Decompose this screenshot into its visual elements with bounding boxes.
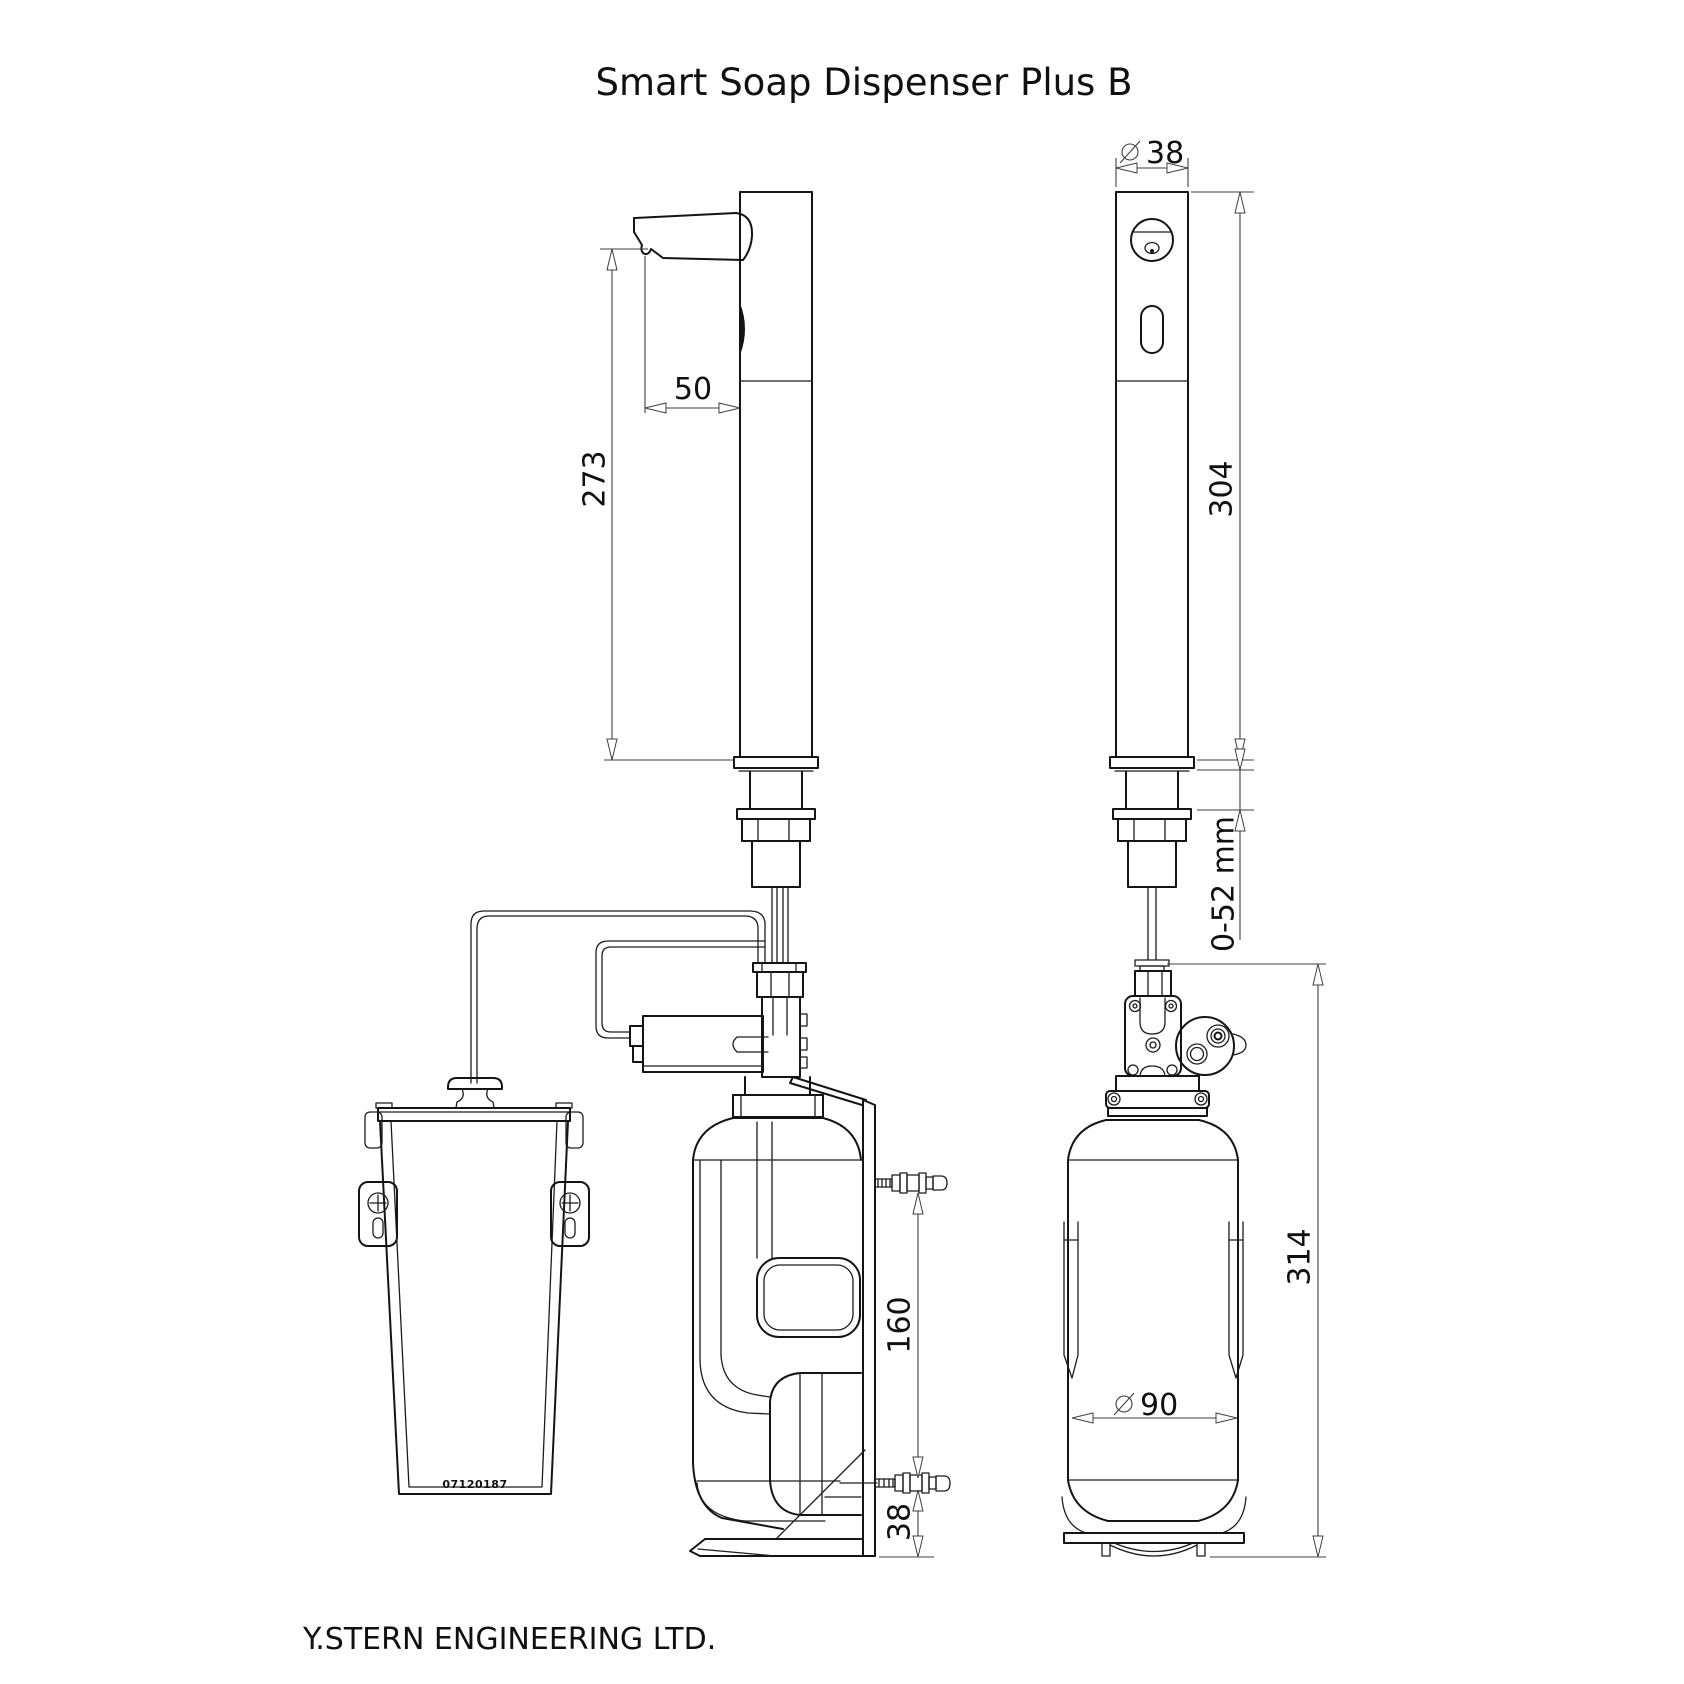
dimension-column-height: 304 — [1191, 191, 1254, 940]
valve-body — [732, 996, 808, 1078]
tubing — [470, 910, 766, 1084]
cable-connector — [629, 1025, 644, 1047]
dimension-bottom-offset: 38 — [879, 1489, 934, 1558]
dimension-bottle-diameter: 90 — [1071, 1388, 1238, 1424]
side-tab-right — [565, 1111, 584, 1149]
container-serial-number: 07120187 — [442, 1478, 507, 1491]
compression-fitting — [752, 962, 807, 998]
valve-pin — [732, 1036, 769, 1053]
soap-bottle-front — [1063, 1119, 1244, 1522]
dimension-under-counter-height: 314 — [1167, 963, 1326, 1558]
dim-label-column-height: 304 — [1205, 460, 1240, 517]
mount-stack-front — [1109, 756, 1195, 961]
pump-head-front — [1175, 1016, 1247, 1076]
diameter-symbol — [1119, 140, 1141, 164]
dim-label-spout-height: 273 — [578, 450, 613, 507]
spout-outlet-front — [1130, 218, 1174, 262]
dim-label-spout-reach: 50 — [674, 372, 712, 407]
drawing-title: Smart Soap Dispenser Plus B — [596, 61, 1133, 104]
bracket-rail-left — [1063, 1221, 1079, 1379]
dim-label-bottom-offset: 38 — [883, 1503, 918, 1541]
diameter-symbol — [1113, 1392, 1135, 1416]
dimension-hole-spacing: 160 — [883, 1192, 924, 1479]
dispenser-column-side — [739, 191, 813, 758]
neck-clamp-front — [1105, 1075, 1210, 1117]
suction-tube — [470, 910, 766, 1084]
pump-bracket-plate — [1124, 995, 1182, 1077]
mount-ear-left — [358, 1181, 398, 1247]
spout — [633, 212, 754, 261]
dim-label-head-diameter: 38 — [1146, 136, 1184, 171]
mounting-screw-top — [874, 1172, 948, 1194]
mounting-screw-bottom — [839, 1472, 951, 1494]
dim-label-bottle-diameter: 90 — [1140, 1388, 1178, 1423]
dimension-spout-reach: 50 — [644, 256, 741, 414]
dim-label-under-counter-height: 314 — [1283, 1228, 1318, 1285]
under-counter-assembly-side — [629, 962, 951, 1557]
dimension-head-diameter: 38 — [1115, 136, 1189, 187]
side-tab-left — [364, 1111, 383, 1149]
dimension-spout-height: 273 — [578, 248, 734, 761]
dimension-deck-range: 0-52 mm — [1197, 748, 1254, 952]
company-name: Y.STERN ENGINEERING LTD. — [302, 1622, 716, 1657]
under-counter-assembly-front — [1061, 959, 1247, 1557]
handle-window — [756, 1257, 861, 1338]
fitting-washer — [1134, 959, 1170, 967]
remote-soap-container: 07120187 — [358, 1077, 590, 1495]
dim-label-hole-spacing: 160 — [883, 1296, 918, 1353]
container-cap-knob — [447, 1077, 503, 1109]
bracket-rail-right — [1228, 1221, 1244, 1379]
container-lid — [377, 1107, 571, 1122]
mount-ear-right — [550, 1181, 590, 1247]
pump-motor — [629, 1015, 764, 1073]
dim-label-deck-range: 0-52 mm — [1207, 816, 1242, 952]
front-view-column — [1109, 191, 1195, 961]
soap-bottle-side — [692, 1076, 862, 1530]
dispenser-column-front — [1115, 191, 1189, 758]
sensor-window-side — [740, 303, 745, 355]
sensor-window-front — [1140, 305, 1164, 354]
bracket-base-front — [1061, 1496, 1247, 1557]
fitting-nut-front — [1134, 970, 1172, 997]
side-view-spout-column — [633, 191, 819, 964]
wall-bracket-side — [689, 1076, 876, 1557]
mount-stack-side — [733, 756, 819, 964]
power-cable — [595, 940, 766, 1039]
container-body — [379, 1120, 569, 1495]
